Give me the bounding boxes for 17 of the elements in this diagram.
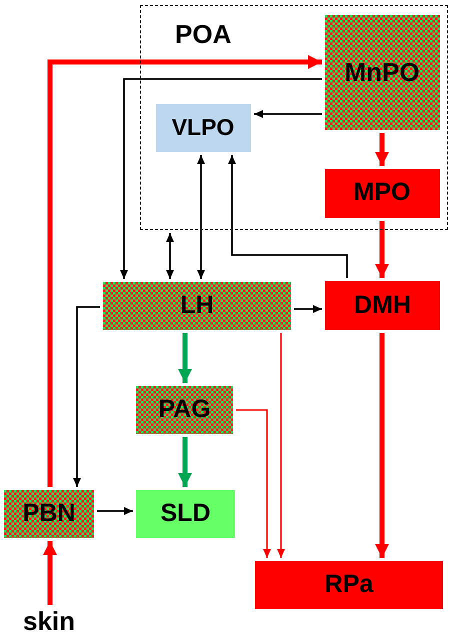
- input-label: skin: [14, 608, 84, 636]
- nucleus-box: [325, 281, 440, 330]
- nucleus-label: VLPO: [172, 114, 234, 140]
- nucleus-label: DMH: [354, 292, 411, 320]
- nucleus-label: SLD: [160, 500, 210, 528]
- nucleus-label: PBN: [22, 500, 76, 528]
- region-outline: [140, 5, 448, 230]
- nucleus-box: [103, 282, 291, 330]
- region-label: POA: [175, 20, 232, 49]
- nucleus-box: [255, 561, 443, 609]
- nucleus-box: [156, 104, 250, 152]
- nucleus-box: [324, 168, 440, 218]
- nucleus-label: RPa: [324, 571, 374, 599]
- nucleus-box: [4, 490, 94, 538]
- nucleus-label: MPO: [354, 179, 410, 207]
- nucleus-box: [136, 490, 235, 538]
- nucleus-label: LH: [180, 292, 214, 320]
